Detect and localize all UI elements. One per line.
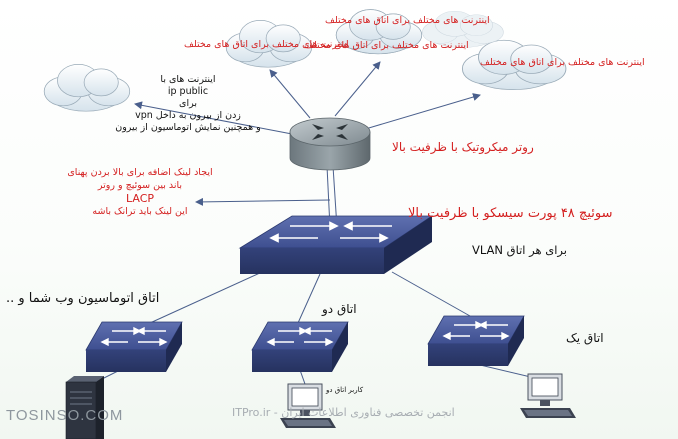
watermark-itpro: انجمن تخصصی فناوری اطلاعات ایران - ITPro…: [232, 406, 455, 419]
lacp-note-line: ایجاد لینک اضافه برای بالا بردن پهنای: [67, 167, 213, 178]
link-room-one-pc: [475, 363, 536, 379]
link-core-automation: [149, 271, 263, 324]
mikrotik-router[interactable]: [289, 117, 371, 171]
room-automation-label: اتاق اتوماسیون وب شما و ..: [6, 291, 160, 306]
client-room-two-label: کاربر اتاق دو: [326, 386, 364, 394]
link-core-room-one: [391, 271, 471, 317]
access-switch-room-one[interactable]: [427, 315, 525, 367]
core-switch-label: سوئیچ ۴۸ پورت سیسکو با ظرفیت بالا: [408, 206, 613, 221]
link-core-room-two: [297, 273, 321, 324]
link-router-cloud-2: [334, 61, 381, 117]
cloud-2-label: اینترنت های مختلف برای اتاق های مختلف: [304, 40, 469, 51]
link-router-cloud-vpn: [134, 101, 293, 135]
lacp-note-line: LACP: [125, 192, 155, 205]
cloud-vpn-line: زدن از بیرون به داخل vpn: [135, 110, 241, 121]
watermark-tosinso: TOSINSO.COM: [6, 407, 124, 424]
cloud-3-label: اینترنت های مختلف برای اتاق های مختلف: [325, 15, 490, 26]
core-switch[interactable]: [238, 215, 434, 274]
cloud-1-label: اینترنت های مختلف برای اتاق های مختلف: [184, 39, 349, 50]
lacp-note-line: باند بین سوئیچ و روتر: [97, 180, 183, 191]
link-lacp-pointer: [195, 197, 331, 206]
router-label: روتر میکروتیک با ظرفیت بالا: [392, 140, 534, 154]
vlan-note: برای هر اتاق VLAN: [472, 243, 567, 257]
lacp-note: ایجاد لینک اضافه برای بالا بردن پهنای با…: [20, 166, 260, 218]
router-arrows-icon: [312, 124, 348, 140]
room-two-label: اتاق دو: [322, 302, 357, 316]
server-icon[interactable]: [65, 376, 104, 439]
link-router-cloud-3: [361, 93, 481, 131]
pc-room-one-icon[interactable]: [520, 373, 576, 418]
cloud-vpn-text: اینترنت های با ip public برای زدن از بیر…: [108, 74, 268, 134]
cloud-vpn-line: برای: [179, 98, 197, 109]
access-switch-automation[interactable]: [85, 321, 183, 373]
cloud-4-label: اینترنت های مختلف برای اتاق های مختلف: [480, 57, 645, 68]
access-switch-room-two[interactable]: [251, 321, 349, 373]
pc-room-two-icon[interactable]: [280, 383, 336, 428]
link-room-two-pc: [299, 369, 306, 385]
link-router-cloud-1: [269, 69, 311, 119]
cloud-vpn-line: و همچنین نمایش اتوماسیون از بیرون: [115, 122, 261, 133]
switch-arrows-icon: [269, 221, 392, 243]
cloud-vpn-line: ip public: [167, 86, 209, 97]
cloud-vpn-line: اینترنت های با: [160, 74, 216, 85]
room-one-label: اتاق یک: [566, 331, 604, 345]
lacp-note-line: این لینک باید ترانک باشه: [92, 206, 188, 217]
